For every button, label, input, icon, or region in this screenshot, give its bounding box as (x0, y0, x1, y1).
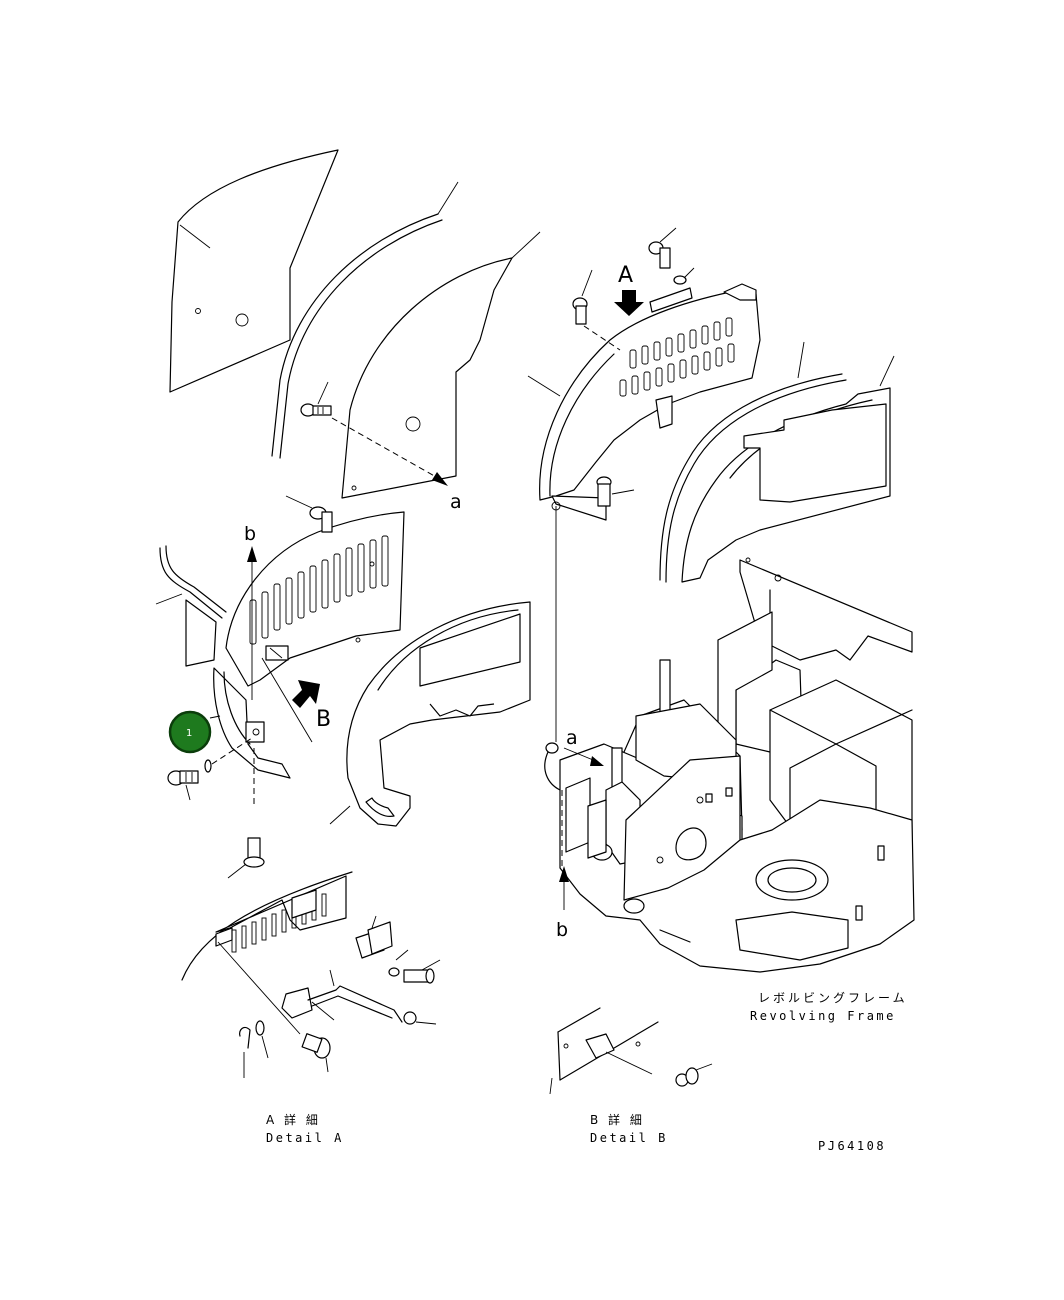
caption-revolving-frame-en: Revolving Frame (750, 1009, 896, 1023)
corner-cover (213, 667, 291, 779)
cover-plate (169, 149, 339, 393)
label-view-b: B (316, 707, 331, 732)
detail-b-drawing (549, 1007, 713, 1095)
bolt-grill (572, 269, 621, 351)
rear-seal (155, 545, 227, 667)
ref-a-top: a (450, 491, 462, 513)
right-inner-panel (681, 355, 895, 583)
ref-a-frame: a (566, 727, 578, 749)
caption-detail-a-en: Detail A (266, 1131, 344, 1145)
top-vent-slots (619, 317, 735, 397)
cable (544, 506, 563, 868)
top-grill-cover (527, 283, 761, 521)
bolt-bracket (596, 476, 635, 507)
lower-side-panel (329, 601, 531, 827)
caption-revolving-frame-jp: レボルビングフレーム (758, 991, 908, 1005)
caption-detail-b-en: Detail B (590, 1131, 668, 1145)
caption-detail-b-jp: B 詳 細 (590, 1112, 645, 1127)
drawing-number: PJ64108 (818, 1139, 886, 1153)
caption-detail-a-jp: A 詳 細 (266, 1112, 321, 1127)
bolt-top-right (648, 227, 695, 285)
bolt-top-left (300, 381, 332, 417)
revolving-frame (559, 557, 915, 973)
detail-a-drawing (181, 871, 441, 1078)
view-arrow-a (614, 290, 644, 316)
ref-b-frame: b (556, 919, 568, 941)
marker-number: 1 (186, 728, 192, 739)
curved-side-panel (341, 231, 541, 499)
grill-cover (225, 495, 405, 687)
bolt-lower-left (167, 737, 253, 801)
ref-b-top: b (244, 523, 256, 545)
seal-strip (271, 181, 459, 459)
right-seal-strip (659, 341, 847, 583)
label-view-a: A (618, 263, 633, 288)
callout-marker[interactable]: 1 (168, 710, 212, 754)
view-arrow-b (292, 680, 320, 708)
bolt-vertical (227, 837, 265, 879)
vent-slots (249, 535, 389, 645)
